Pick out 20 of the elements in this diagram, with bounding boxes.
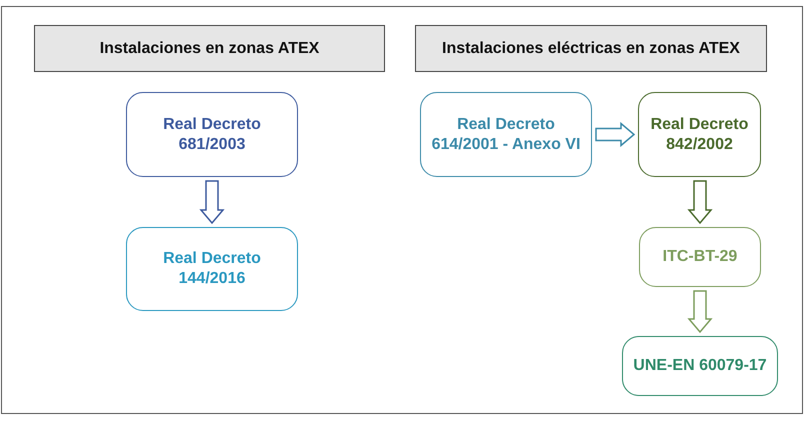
box-label: Real Decreto 144/2016	[162, 249, 262, 289]
box-label: Real Decreto 681/2003	[162, 114, 262, 154]
rounded-box	[126, 92, 298, 177]
block-arrow	[687, 290, 713, 334]
section-header	[34, 25, 385, 72]
box-label: Real Decreto 842/2002	[650, 114, 750, 154]
box-label: Real Decreto 614/2001 - Anexo VI	[430, 114, 582, 154]
rounded-box	[639, 227, 761, 287]
section-header	[415, 25, 767, 72]
header-title: Instalaciones en zonas ATEX	[100, 40, 320, 58]
rounded-box	[126, 227, 298, 311]
rounded-box	[638, 92, 761, 177]
block-arrow	[199, 180, 225, 224]
header-title: Instalaciones eléctricas en zonas ATEX	[442, 40, 740, 58]
box-label: ITC-BT-29	[662, 247, 738, 267]
block-arrow	[687, 180, 713, 224]
rounded-box	[622, 336, 778, 396]
box-label: UNE-EN 60079-17	[633, 356, 767, 376]
rounded-box	[420, 92, 592, 177]
block-arrow	[595, 122, 636, 148]
